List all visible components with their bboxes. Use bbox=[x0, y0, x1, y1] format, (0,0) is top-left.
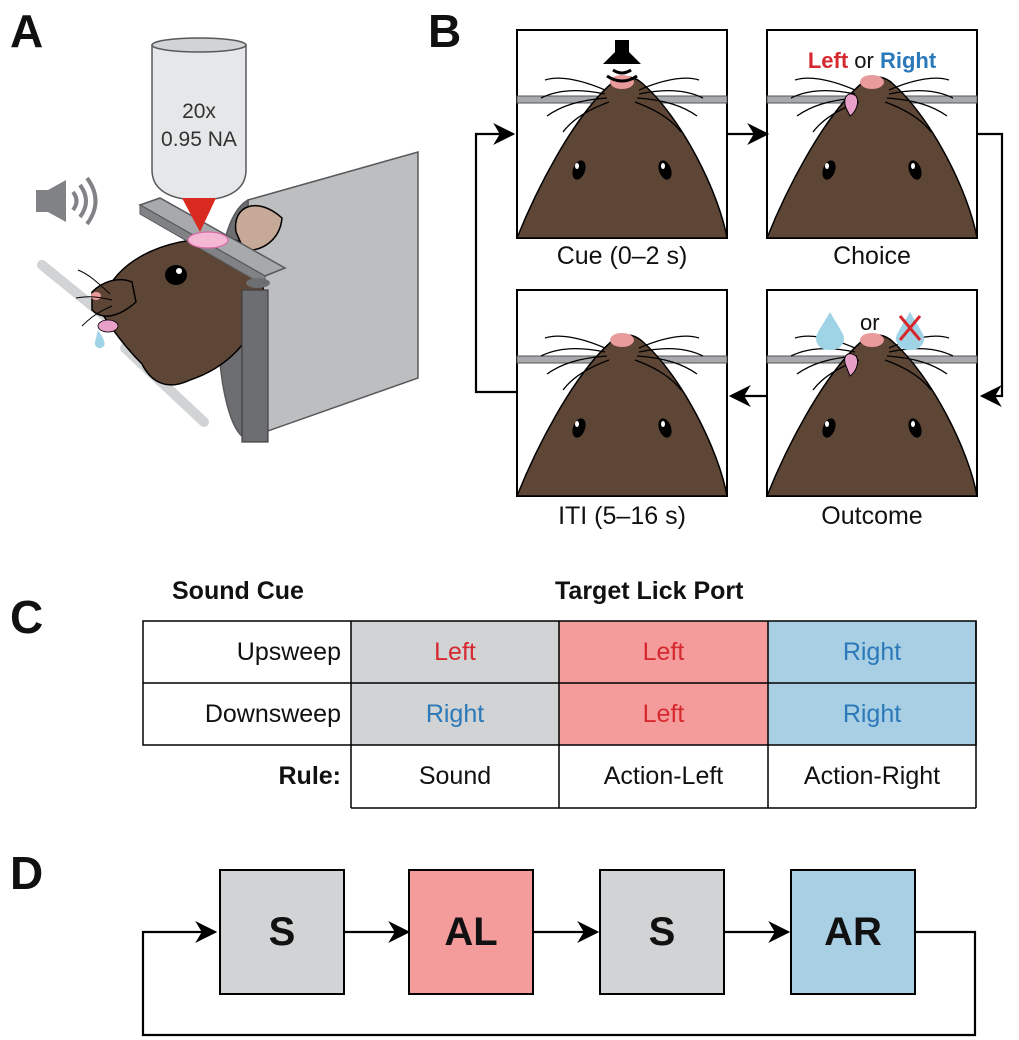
rig-illustration bbox=[36, 37, 419, 443]
block-action-left: AL bbox=[408, 869, 534, 995]
rule-action-right: Action-Right bbox=[803, 762, 941, 790]
block-action-right: AR bbox=[790, 869, 916, 995]
stage-caption-choice: Choice bbox=[833, 242, 911, 270]
stage-caption-cue: Cue (0–2 s) bbox=[556, 242, 688, 270]
header-target-lick-port: Target Lick Port bbox=[555, 577, 744, 605]
objective-na: 0.95 NA bbox=[161, 128, 237, 151]
rule-sound: Sound bbox=[418, 762, 492, 790]
cell-downsweep-action-right: Right bbox=[842, 699, 902, 728]
header-sound-cue: Sound Cue bbox=[172, 577, 304, 605]
panel-label-c: C bbox=[10, 591, 44, 643]
choice-left-label: Left bbox=[807, 48, 849, 73]
block-sound-1: S bbox=[219, 869, 345, 995]
cue-upsweep: Upsweep bbox=[236, 637, 341, 666]
water-drop-icon bbox=[816, 312, 844, 350]
outcome-or-label: or bbox=[860, 310, 880, 335]
objective-magnification: 20x bbox=[182, 100, 216, 123]
panel-label-d: D bbox=[10, 847, 44, 899]
cell-downsweep-sound: Right bbox=[425, 699, 485, 728]
rule-label: Rule: bbox=[278, 762, 342, 790]
choice-or-label: or bbox=[854, 48, 874, 73]
cue-downsweep: Downsweep bbox=[204, 699, 341, 728]
cell-upsweep-sound: Left bbox=[434, 637, 476, 666]
water-drop-crossed-icon bbox=[896, 312, 924, 350]
block-sound-2: S bbox=[599, 869, 725, 995]
stage-caption-outcome: Outcome bbox=[821, 502, 923, 530]
stage-caption-iti: ITI (5–16 s) bbox=[558, 502, 686, 530]
choice-right-label: Right bbox=[879, 48, 937, 73]
rule-table-grid bbox=[142, 620, 977, 809]
rule-action-left: Action-Left bbox=[603, 762, 724, 790]
choice-prompt: Left or Right bbox=[767, 48, 977, 74]
panel-label-a: A bbox=[10, 5, 44, 57]
cell-upsweep-action-left: Left bbox=[642, 637, 685, 666]
panel-label-b: B bbox=[428, 5, 462, 57]
cell-downsweep-action-left: Left bbox=[642, 699, 685, 728]
cell-upsweep-action-right: Right bbox=[842, 637, 902, 666]
speaker-icon bbox=[36, 176, 98, 226]
speaker-down-icon bbox=[603, 40, 641, 83]
